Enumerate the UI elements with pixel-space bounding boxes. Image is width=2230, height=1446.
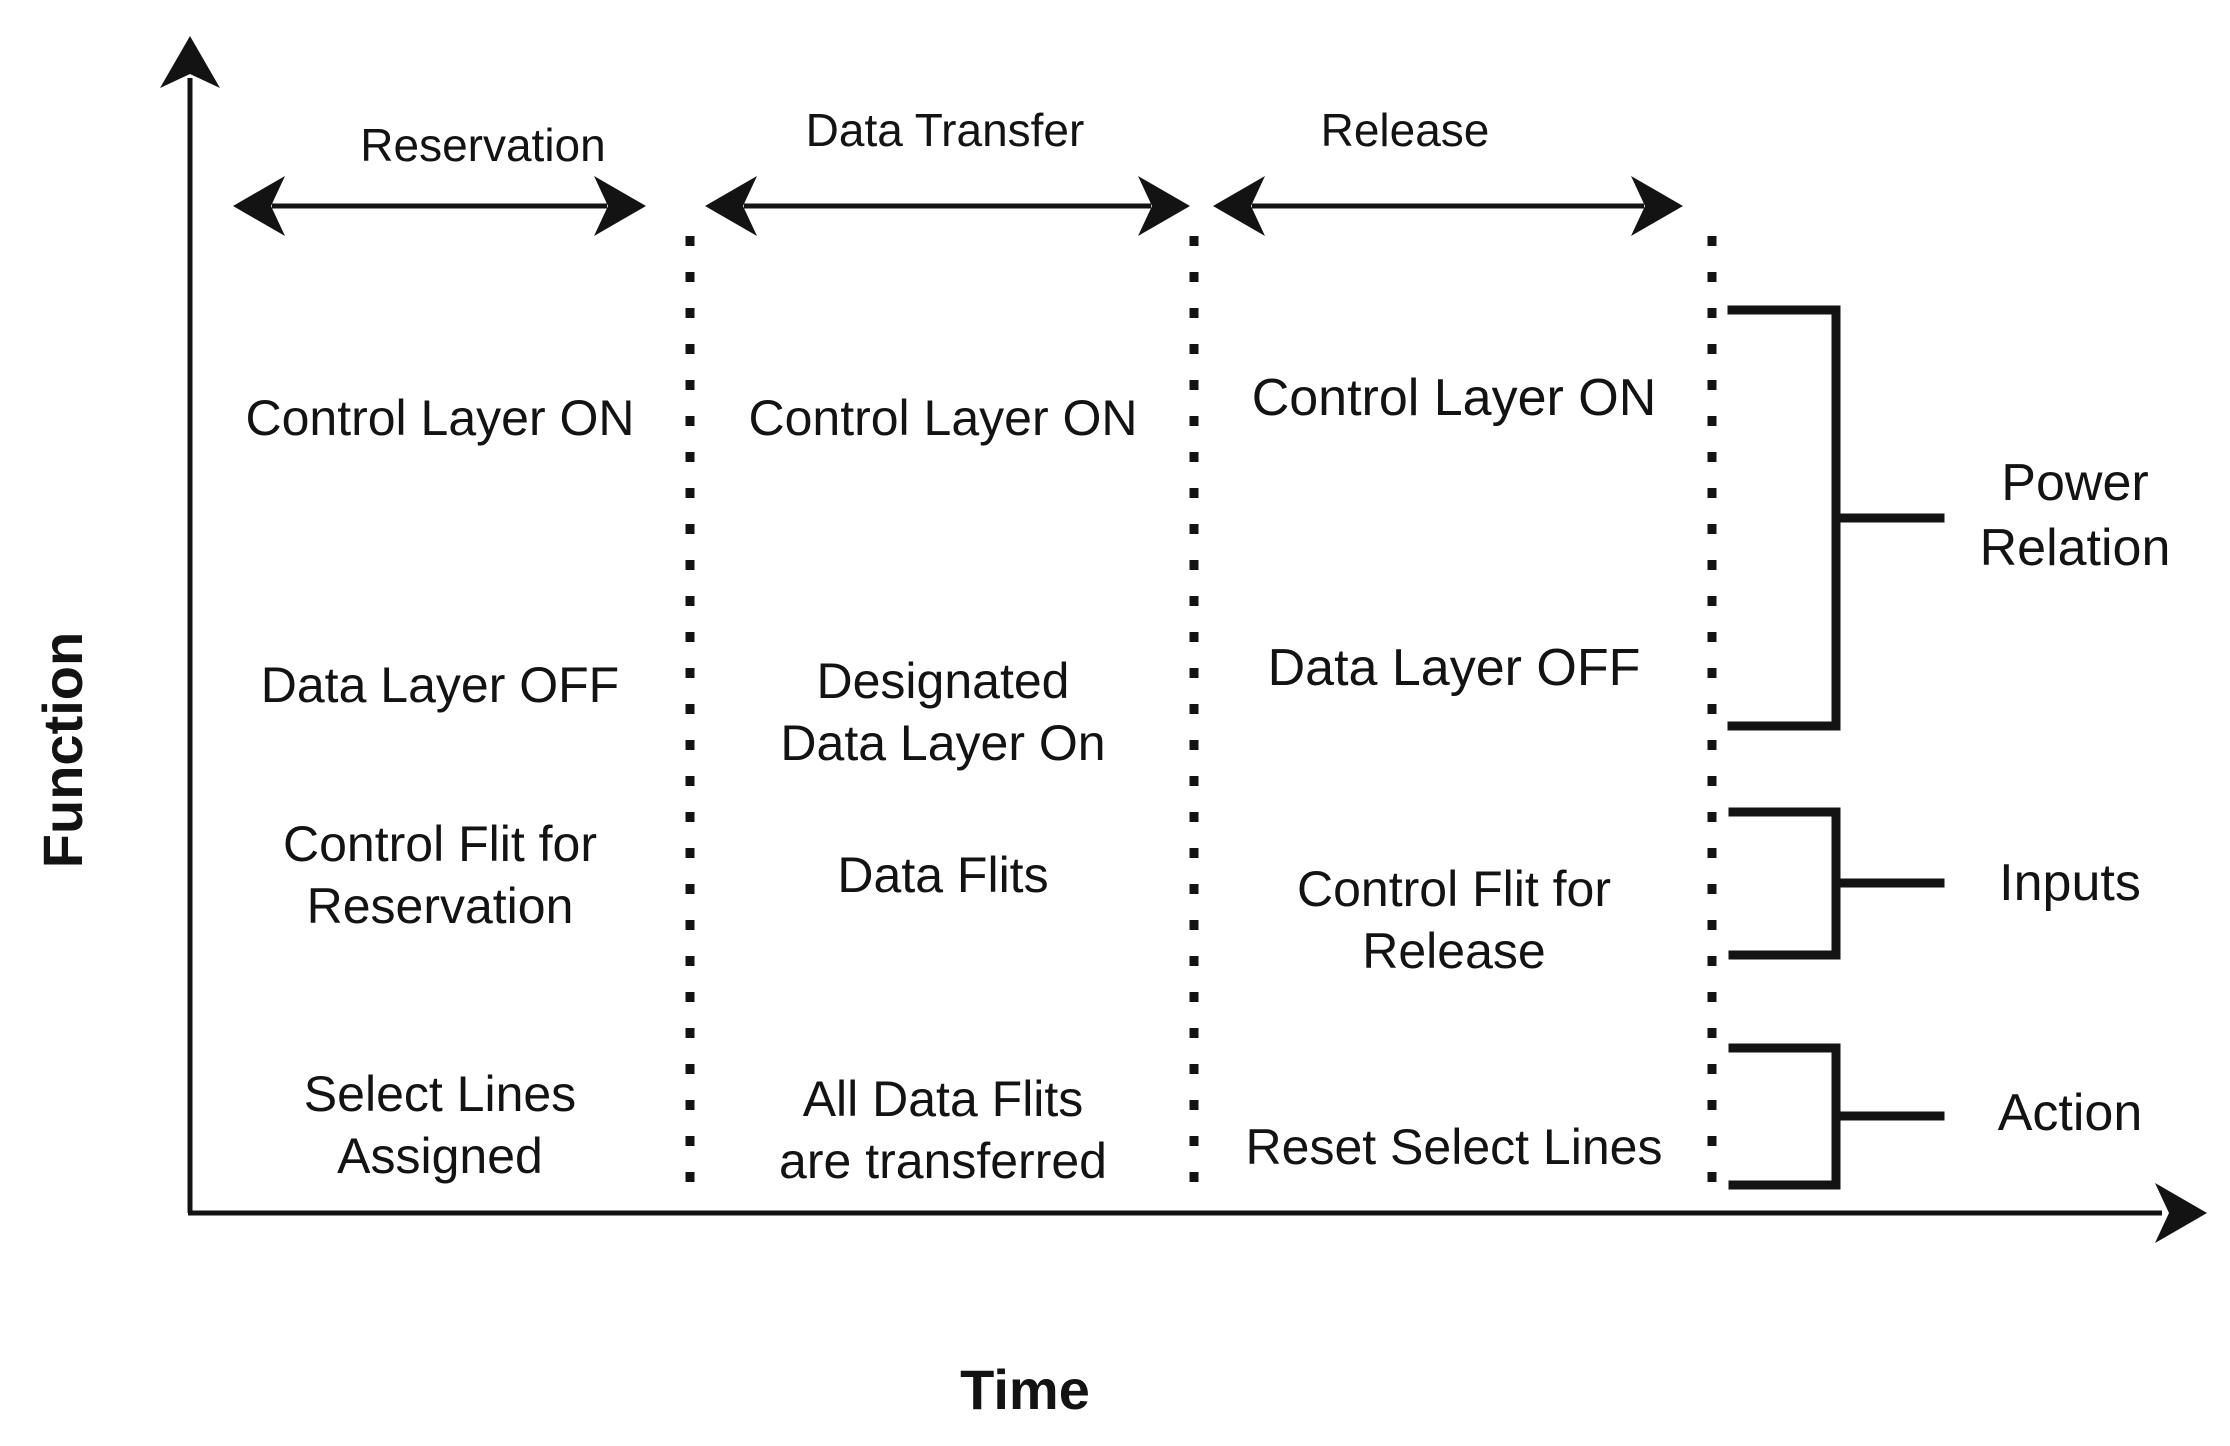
action-bracket — [1728, 1043, 1945, 1190]
data-transfer-item-control-layer-on: Control Layer ON — [748, 390, 1138, 446]
action-label: Action — [1997, 1084, 2143, 1142]
x-axis-title: Time — [960, 1358, 1090, 1421]
arrow-right-head-icon — [1631, 176, 1683, 236]
inputs-bracket — [1728, 807, 1945, 960]
reservation-range-arrow — [233, 176, 646, 236]
release-range-arrow — [1213, 176, 1683, 236]
power-relation-label: Power Relation — [1979, 454, 2171, 577]
y-axis-arrowhead-icon — [160, 36, 220, 88]
release-item-control-layer-on: Control Layer ON — [1251, 369, 1657, 427]
arrow-left-head-icon — [705, 176, 757, 236]
y-axis-title: Function — [31, 631, 94, 869]
phase-header-reservation: Reservation — [360, 119, 606, 171]
data-transfer-item-all-flits: All Data Flits are transferred — [779, 1071, 1107, 1189]
release-item-data-layer-off: Data Layer OFF — [1267, 639, 1641, 697]
x-axis-arrowhead-icon — [2155, 1183, 2207, 1243]
phase-header-release: Release — [1320, 104, 1490, 156]
data-transfer-item-designated-layer: Designated Data Layer On — [780, 653, 1106, 771]
reservation-item-control-flit: Control Flit for Reservation — [283, 816, 597, 934]
release-item-reset-select-lines: Reset Select Lines — [1245, 1119, 1663, 1175]
data-transfer-item-data-flits: Data Flits — [837, 847, 1049, 903]
arrow-left-head-icon — [1213, 176, 1265, 236]
power-relation-bracket — [1727, 305, 1945, 731]
arrow-right-head-icon — [594, 176, 646, 236]
inputs-label: Inputs — [1999, 854, 2141, 912]
data-transfer-range-arrow — [705, 176, 1190, 236]
reservation-item-data-layer-off: Data Layer OFF — [260, 657, 620, 713]
reservation-item-control-layer-on: Control Layer ON — [245, 390, 635, 446]
reservation-item-select-lines: Select Lines Assigned — [303, 1066, 577, 1184]
release-item-control-flit: Control Flit for Release — [1297, 861, 1611, 979]
phase-header-data-transfer: Data Transfer — [805, 104, 1085, 156]
arrow-left-head-icon — [233, 176, 285, 236]
arrow-right-head-icon — [1138, 176, 1190, 236]
